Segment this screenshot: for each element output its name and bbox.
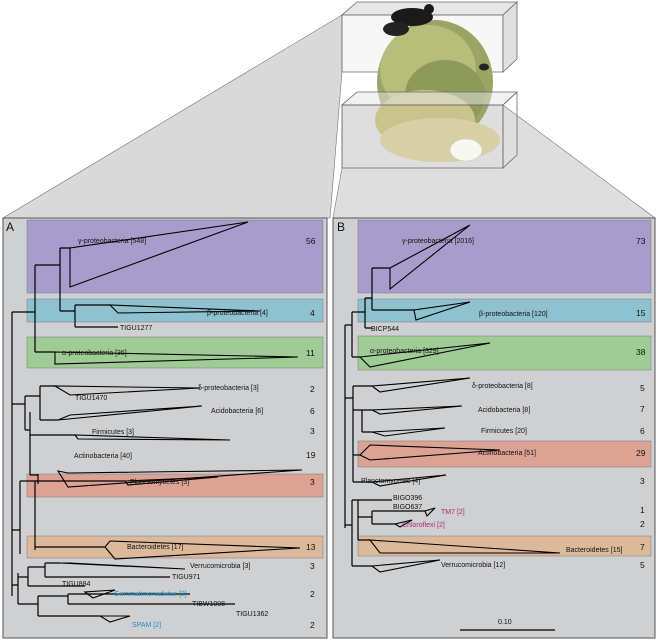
count-value: 56 [306,236,316,246]
count-value: 2 [640,519,645,529]
count-value: 2 [310,384,315,394]
count-value: 2 [310,620,315,630]
taxon-label: δ-proteobacteria [8] [472,383,533,390]
taxon-label: BIGO396 [393,495,422,502]
taxon-label: γ-proteobacteria [548] [78,238,146,245]
panel-a-taxon-labels: γ-proteobacteria [548] β-proteobacteria … [62,238,268,629]
taxon-label: BICP544 [371,326,399,333]
taxon-label: Gemmatimonadetes [2] [114,591,187,598]
count-value: 3 [310,561,315,571]
count-value: 2 [310,589,315,599]
taxon-label: TIBW1008 [192,601,225,608]
taxon-label: TIGU1362 [236,611,268,618]
sample-illustration [1,1,656,219]
panel-a-bacteroid-highlight [26,535,324,559]
count-value: 1 [640,505,645,515]
count-value: 6 [640,426,645,436]
count-value: 29 [636,448,646,458]
panel-a-counts: 56 4 11 2 6 3 19 3 13 3 2 2 [306,236,316,630]
taxon-label: Bacteroidetes [17] [127,544,183,551]
panel-a-actino-highlight [26,473,324,498]
panel-b-actino-highlight [357,440,652,468]
taxon-label: Planctomycetes [4] [361,478,420,485]
panel-b-gamma-highlight [357,219,652,294]
panel-b-tree [344,267,425,567]
count-value: 73 [636,236,646,246]
count-value: 38 [636,347,646,357]
taxon-label: β-proteobacteria [120] [479,311,548,318]
count-value: 13 [306,542,316,552]
taxon-label: Acidobacteria [6] [211,408,263,415]
panel-a-label: A [6,220,14,234]
panel-b-label: B [337,220,345,234]
taxon-label: Verrucomicrobia [3] [190,563,250,570]
taxon-label: TIGU1277 [120,325,152,332]
count-value: 15 [636,308,646,318]
taxon-label: TIGU971 [172,574,201,581]
count-value: 5 [640,383,645,393]
count-value: 6 [310,406,315,416]
taxon-label: δ-proteobacteria [3] [198,385,259,392]
taxon-label: Actinobacteria [40] [74,453,132,460]
taxon-label: TM7 [2] [441,509,465,516]
panel-a-clades [52,221,303,623]
taxon-label: Actinobacteria [51] [478,450,536,457]
projection-left [1,14,343,219]
taxon-label: α-proteobacteria [329] [370,348,439,355]
panel-b-bacteroid-highlight [357,535,652,557]
taxon-label: Firmicutes [3] [92,429,134,436]
count-value: 7 [640,542,645,552]
scale-bar-label: 0.10 [498,619,512,626]
bottom-sampling-box [340,91,519,169]
panel-a-tree [11,247,235,617]
taxon-label: Bacteroidetes [15] [566,547,622,554]
taxon-label: γ-proteobacteria [2016] [402,238,474,245]
taxon-label: Planctomycetes [3] [130,479,189,486]
count-value: 3 [640,476,645,486]
panel-b-alpha-highlight [357,335,652,371]
taxon-label: α-proteobacteria [36] [62,350,127,357]
panel-b-clades [358,224,561,573]
panel-b-beta-highlight [357,298,652,323]
count-value: 19 [306,450,316,460]
taxon-label: TIGU1470 [75,395,107,402]
count-value: 3 [310,477,315,487]
taxon-label: Chloroflexi [2] [402,522,445,529]
taxon-label: Verrucomicrobia [12] [441,562,505,569]
taxon-label: BIGO637 [393,504,422,511]
taxon-label: SPAM [2] [132,622,161,629]
taxon-label: TIGU884 [62,581,91,588]
count-value: 7 [640,404,645,414]
count-value: 3 [310,426,315,436]
count-value: 4 [310,308,315,318]
count-value: 5 [640,560,645,570]
taxon-label: Firmicutes [20] [481,428,527,435]
taxon-label: Acidobacteria [8] [478,407,530,414]
panel-b-counts: 73 15 38 5 7 6 29 3 1 2 7 5 [636,236,646,570]
taxon-label: β-proteobacteria [4] [207,310,268,317]
panel-b-taxon-labels: γ-proteobacteria [2016] β-proteobacteria… [361,238,622,569]
count-value: 11 [306,348,315,358]
panel-a-gamma-highlight [26,219,324,294]
